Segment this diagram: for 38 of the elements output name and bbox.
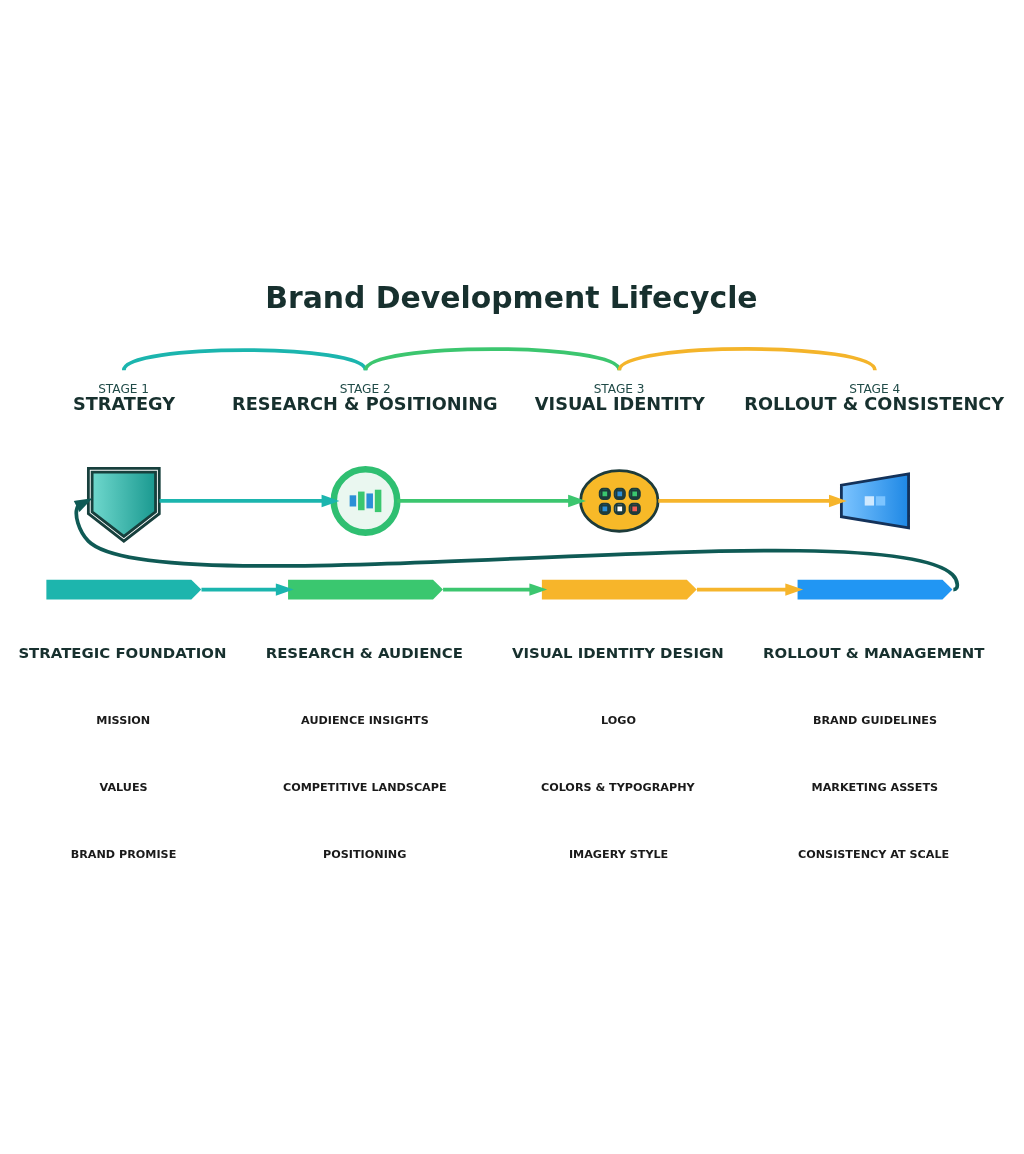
node-picture xyxy=(840,471,910,530)
label: STRATEGIC FOUNDATION xyxy=(18,643,227,662)
node-picture xyxy=(579,468,660,533)
node-text: STAGE 3 VISUAL IDENTITY xyxy=(534,381,705,414)
arrow xyxy=(443,582,548,596)
node-bar xyxy=(797,579,953,600)
diagram-title: Brand Development Lifecycle xyxy=(265,279,758,315)
node-picture xyxy=(330,465,401,536)
label: ROLLOUT & MANAGEMENT xyxy=(763,643,985,662)
connector xyxy=(122,347,367,371)
connector xyxy=(617,346,877,371)
label: RESEARCH & AUDIENCE xyxy=(265,643,463,662)
arrow xyxy=(159,494,340,507)
label: BRAND PROMISE xyxy=(70,847,177,861)
label: VALUES xyxy=(99,780,148,794)
arrow xyxy=(397,494,586,507)
label: MARKETING ASSETS xyxy=(811,780,939,794)
label: LOGO xyxy=(601,713,637,727)
node-picture xyxy=(86,466,161,543)
label: COMPETITIVE LANDSCAPE xyxy=(282,780,447,794)
node-bar xyxy=(46,579,202,600)
arrow xyxy=(201,582,294,596)
label: POSITIONING xyxy=(323,847,407,861)
label: COLORS & TYPOGRAPHY xyxy=(540,780,695,794)
connector xyxy=(364,346,621,371)
label: AUDIENCE INSIGHTS xyxy=(301,713,429,727)
node-bar xyxy=(288,579,443,600)
node-bar xyxy=(541,579,697,600)
label: IMAGERY STYLE xyxy=(568,847,669,861)
label: BRAND GUIDELINES xyxy=(812,713,937,727)
arrow xyxy=(658,494,847,507)
node-text: STAGE 1 STRATEGY xyxy=(72,381,175,414)
label: MISSION xyxy=(96,713,151,727)
node-text: STAGE 4 ROLLOUT & CONSISTENCY xyxy=(744,381,1005,414)
label: CONSISTENCY AT SCALE xyxy=(798,847,950,861)
node-text: STAGE 2 RESEARCH & POSITIONING xyxy=(232,381,498,414)
arrow xyxy=(696,582,804,596)
label: VISUAL IDENTITY DESIGN xyxy=(512,643,724,662)
